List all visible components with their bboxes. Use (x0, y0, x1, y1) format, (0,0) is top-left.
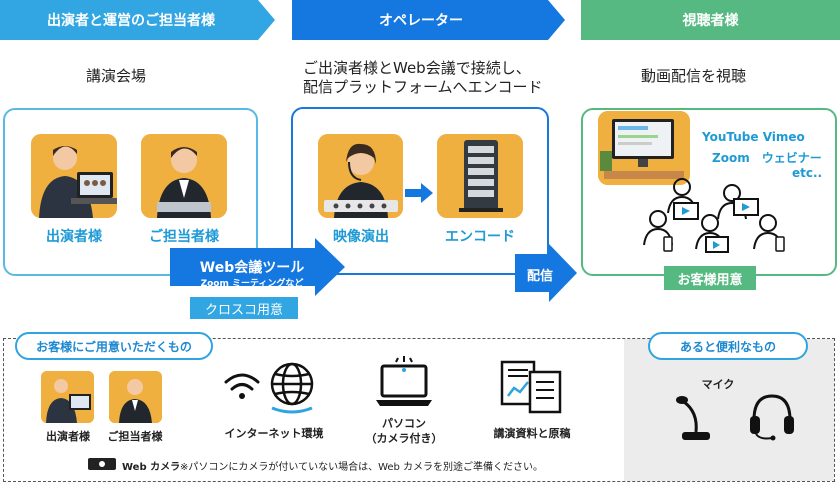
operator-desc-line2: 配信プラットフォームへエンコード (303, 78, 543, 96)
mic-icon (676, 396, 710, 440)
laptop-icon (376, 356, 432, 406)
header-operator-label: オペレーター (379, 13, 463, 29)
encode-label: エンコード (445, 229, 515, 245)
staff-tile (141, 134, 227, 218)
globe-icon (270, 362, 314, 406)
header-viewer-label: 視聴者様 (682, 13, 739, 29)
delivery-label: 配信 (526, 269, 553, 284)
video-tile (318, 134, 403, 218)
internet-icons (224, 362, 314, 414)
delivery-arrow (515, 244, 577, 302)
header-box-viewer (581, 0, 840, 40)
webcam-icon (88, 458, 116, 470)
pc-label-line1: パソコン (382, 417, 426, 430)
operator-desc-line1: ご出演者様とWeb会議で接続し、 (303, 59, 531, 77)
staff-person-icon (141, 134, 227, 218)
prep-performer-tile (41, 371, 94, 423)
useful-area (624, 339, 834, 481)
pc-label-line2: （カメラ付き） (365, 432, 443, 445)
crosco-badge: クロスコ用意 (190, 297, 298, 319)
performer-label: 出演者様 (46, 229, 102, 245)
prep-staff-tile (109, 371, 162, 423)
server-icon (437, 134, 523, 218)
staff-person-icon (109, 371, 162, 423)
prep-area (3, 338, 835, 482)
platforms-line3: etc.. (792, 166, 823, 180)
viewer-title: 動画配信を視聴 (641, 67, 747, 85)
encode-tile (437, 134, 523, 218)
prep-performer-label: 出演者様 (46, 430, 90, 443)
header-arrow-operator (292, 0, 565, 40)
staff-label: ご担当者様 (149, 229, 219, 245)
arrow-right-icon (405, 183, 433, 203)
viewer-tile (598, 111, 690, 185)
venue-title: 講演会場 (86, 67, 147, 85)
prep-staff-label: ご担当者様 (107, 430, 163, 443)
webcam-note: ※パソコンにカメラが付いていない場合は、Web カメラを別途ご準備ください。 (180, 462, 544, 473)
viewer-badge: お客様用意 (664, 266, 756, 290)
internet-label: インターネット環境 (224, 427, 324, 440)
docs-label: 講演資料と原稿 (493, 427, 571, 440)
prep-title: お客様にご用意いただくもの (15, 332, 213, 360)
wifi-icon (224, 373, 260, 391)
performer-at-pc-icon (31, 134, 117, 218)
performer-at-pc-icon (41, 371, 94, 423)
headset-icon (750, 394, 794, 441)
documents-icon (500, 360, 562, 414)
mic-label: マイク (701, 378, 735, 391)
video-label: 映像演出 (333, 229, 389, 245)
platforms-line2: Zoom ウェビナー (712, 151, 822, 165)
header-performer-label: 出演者と運営のご担当者様 (47, 13, 215, 29)
performer-tile (31, 134, 117, 218)
web-tool-sub-label: Zoom ミーティングなど (200, 279, 304, 289)
audience-icons (643, 178, 785, 253)
header-arrows (0, 0, 840, 40)
operator-switcher-icon (318, 134, 403, 218)
web-tool-arrow (170, 238, 345, 296)
platforms-line1: YouTube Vimeo (702, 130, 805, 144)
header-arrow-performer (0, 0, 275, 40)
web-tool-label: Web会議ツール (199, 260, 305, 276)
webcam-label: Web カメラ (122, 462, 181, 473)
desktop-viewer-icon (598, 111, 690, 185)
useful-title: あると便利なもの (648, 332, 808, 360)
